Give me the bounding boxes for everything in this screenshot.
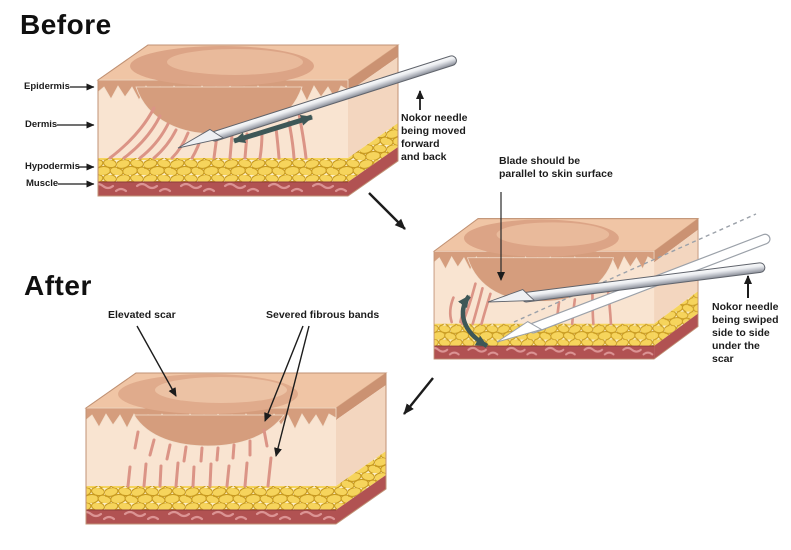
severed-bands-pointer-arrow-2	[274, 325, 310, 457]
label-needle-forward: Nokor needle being moved forward and bac…	[401, 112, 468, 163]
flow-arrow-before-to-middle	[368, 192, 406, 230]
label-epidermis: Epidermis	[24, 81, 70, 92]
label-elevated-scar: Elevated scar	[108, 309, 176, 321]
after-title: After	[24, 270, 92, 301]
after-skin-block	[85, 372, 387, 525]
elevated-scar-pointer-arrow	[136, 325, 177, 397]
severed-band-stubs-lower	[126, 456, 273, 488]
severed-bands-pointer-arrow-1	[264, 325, 304, 422]
label-hypodermis: Hypodermis	[25, 161, 80, 172]
nokor-needle-parallel	[487, 262, 766, 303]
before-title: Before	[20, 9, 112, 40]
severed-band-stubs-upper	[133, 428, 269, 463]
label-needle-swipe: Nokor needle being swiped side to side u…	[712, 301, 779, 365]
layer-label-arrows	[57, 83, 95, 188]
flow-arrow-middle-to-after	[403, 377, 434, 415]
released-scar-base	[133, 414, 285, 447]
before-skin-block	[97, 44, 457, 197]
sweep-motion-arrow	[458, 294, 489, 348]
swipe-path-dashed-guides	[513, 213, 770, 333]
label-dermis: Dermis	[25, 119, 58, 130]
label-muscle: Muscle	[26, 178, 59, 189]
needle-blade-tip	[177, 128, 225, 149]
label-severed-bands: Severed fibrous bands	[266, 309, 380, 321]
needle-blade-tip	[487, 289, 536, 303]
needle-blade-tip	[496, 321, 543, 343]
label-blade-parallel: Blade should be parallel to skin surface	[499, 155, 613, 180]
forward-back-motion-arrow	[233, 114, 313, 144]
